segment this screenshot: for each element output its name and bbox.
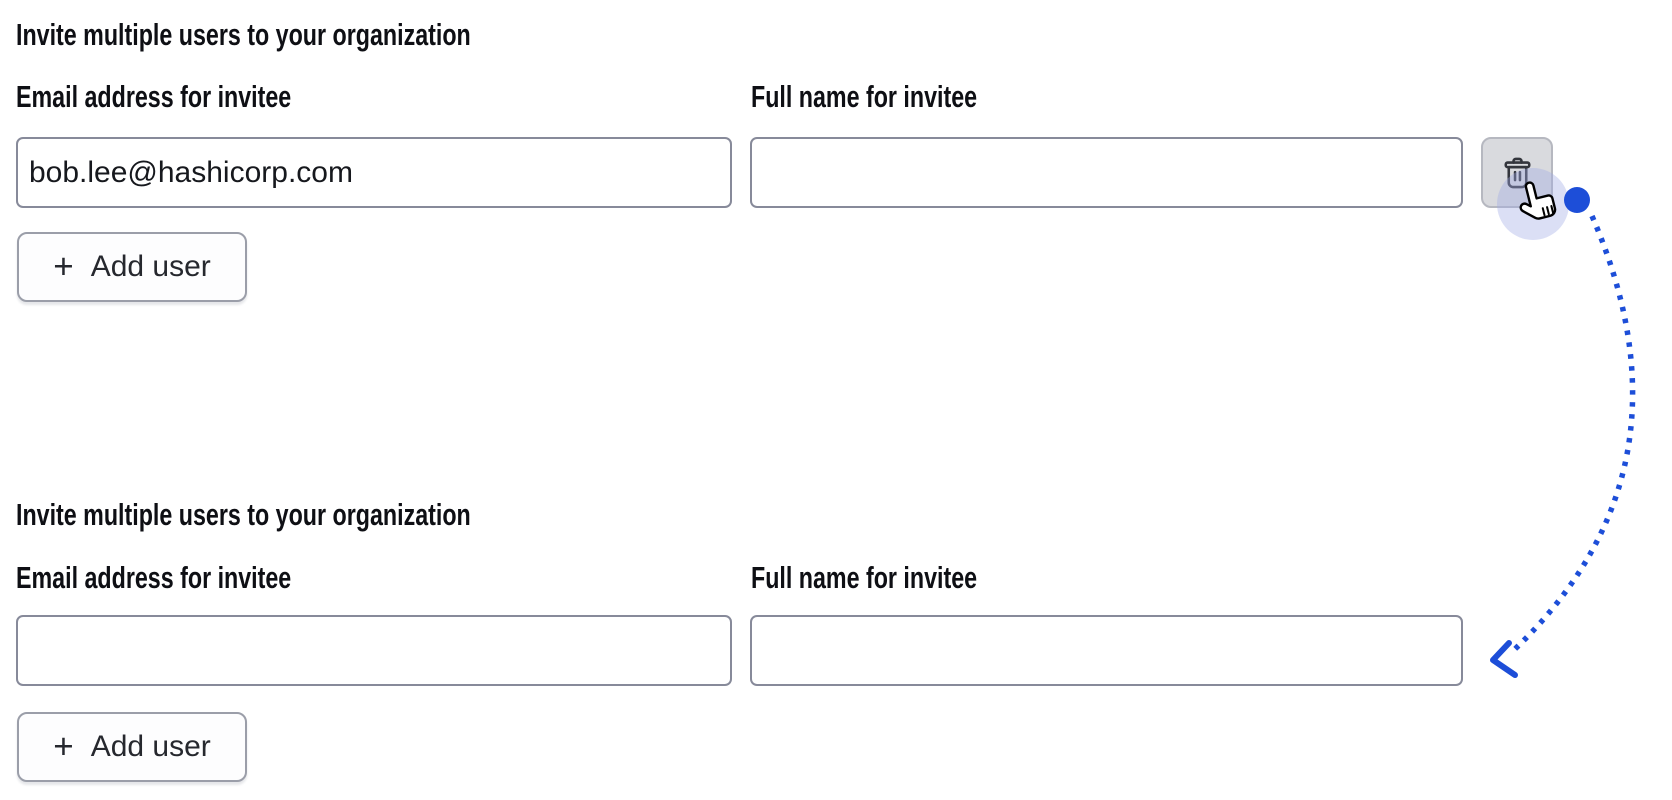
add-user-label: Add user <box>90 250 211 283</box>
form-heading: Invite multiple users to your organizati… <box>16 17 471 52</box>
flow-start-dot <box>1564 187 1590 213</box>
email-input[interactable] <box>16 137 732 208</box>
delete-row-button[interactable] <box>1481 137 1553 208</box>
add-user-button[interactable]: + Add user <box>17 232 247 302</box>
plus-icon: + <box>53 246 74 286</box>
fullname-input[interactable] <box>750 137 1463 208</box>
email-label: Email address for invitee <box>16 560 292 595</box>
email-label: Email address for invitee <box>16 79 292 114</box>
email-input[interactable] <box>16 615 732 686</box>
flow-arrowhead <box>1490 640 1518 678</box>
add-user-label: Add user <box>90 730 211 763</box>
trash-icon <box>1503 157 1531 188</box>
fullname-label: Full name for invitee <box>751 560 978 595</box>
plus-icon: + <box>53 726 74 766</box>
add-user-button[interactable]: + Add user <box>17 712 247 782</box>
fullname-input[interactable] <box>750 615 1463 686</box>
form-heading: Invite multiple users to your organizati… <box>16 497 471 532</box>
fullname-label: Full name for invitee <box>751 79 978 114</box>
flow-dotted-arrow <box>1512 214 1636 652</box>
